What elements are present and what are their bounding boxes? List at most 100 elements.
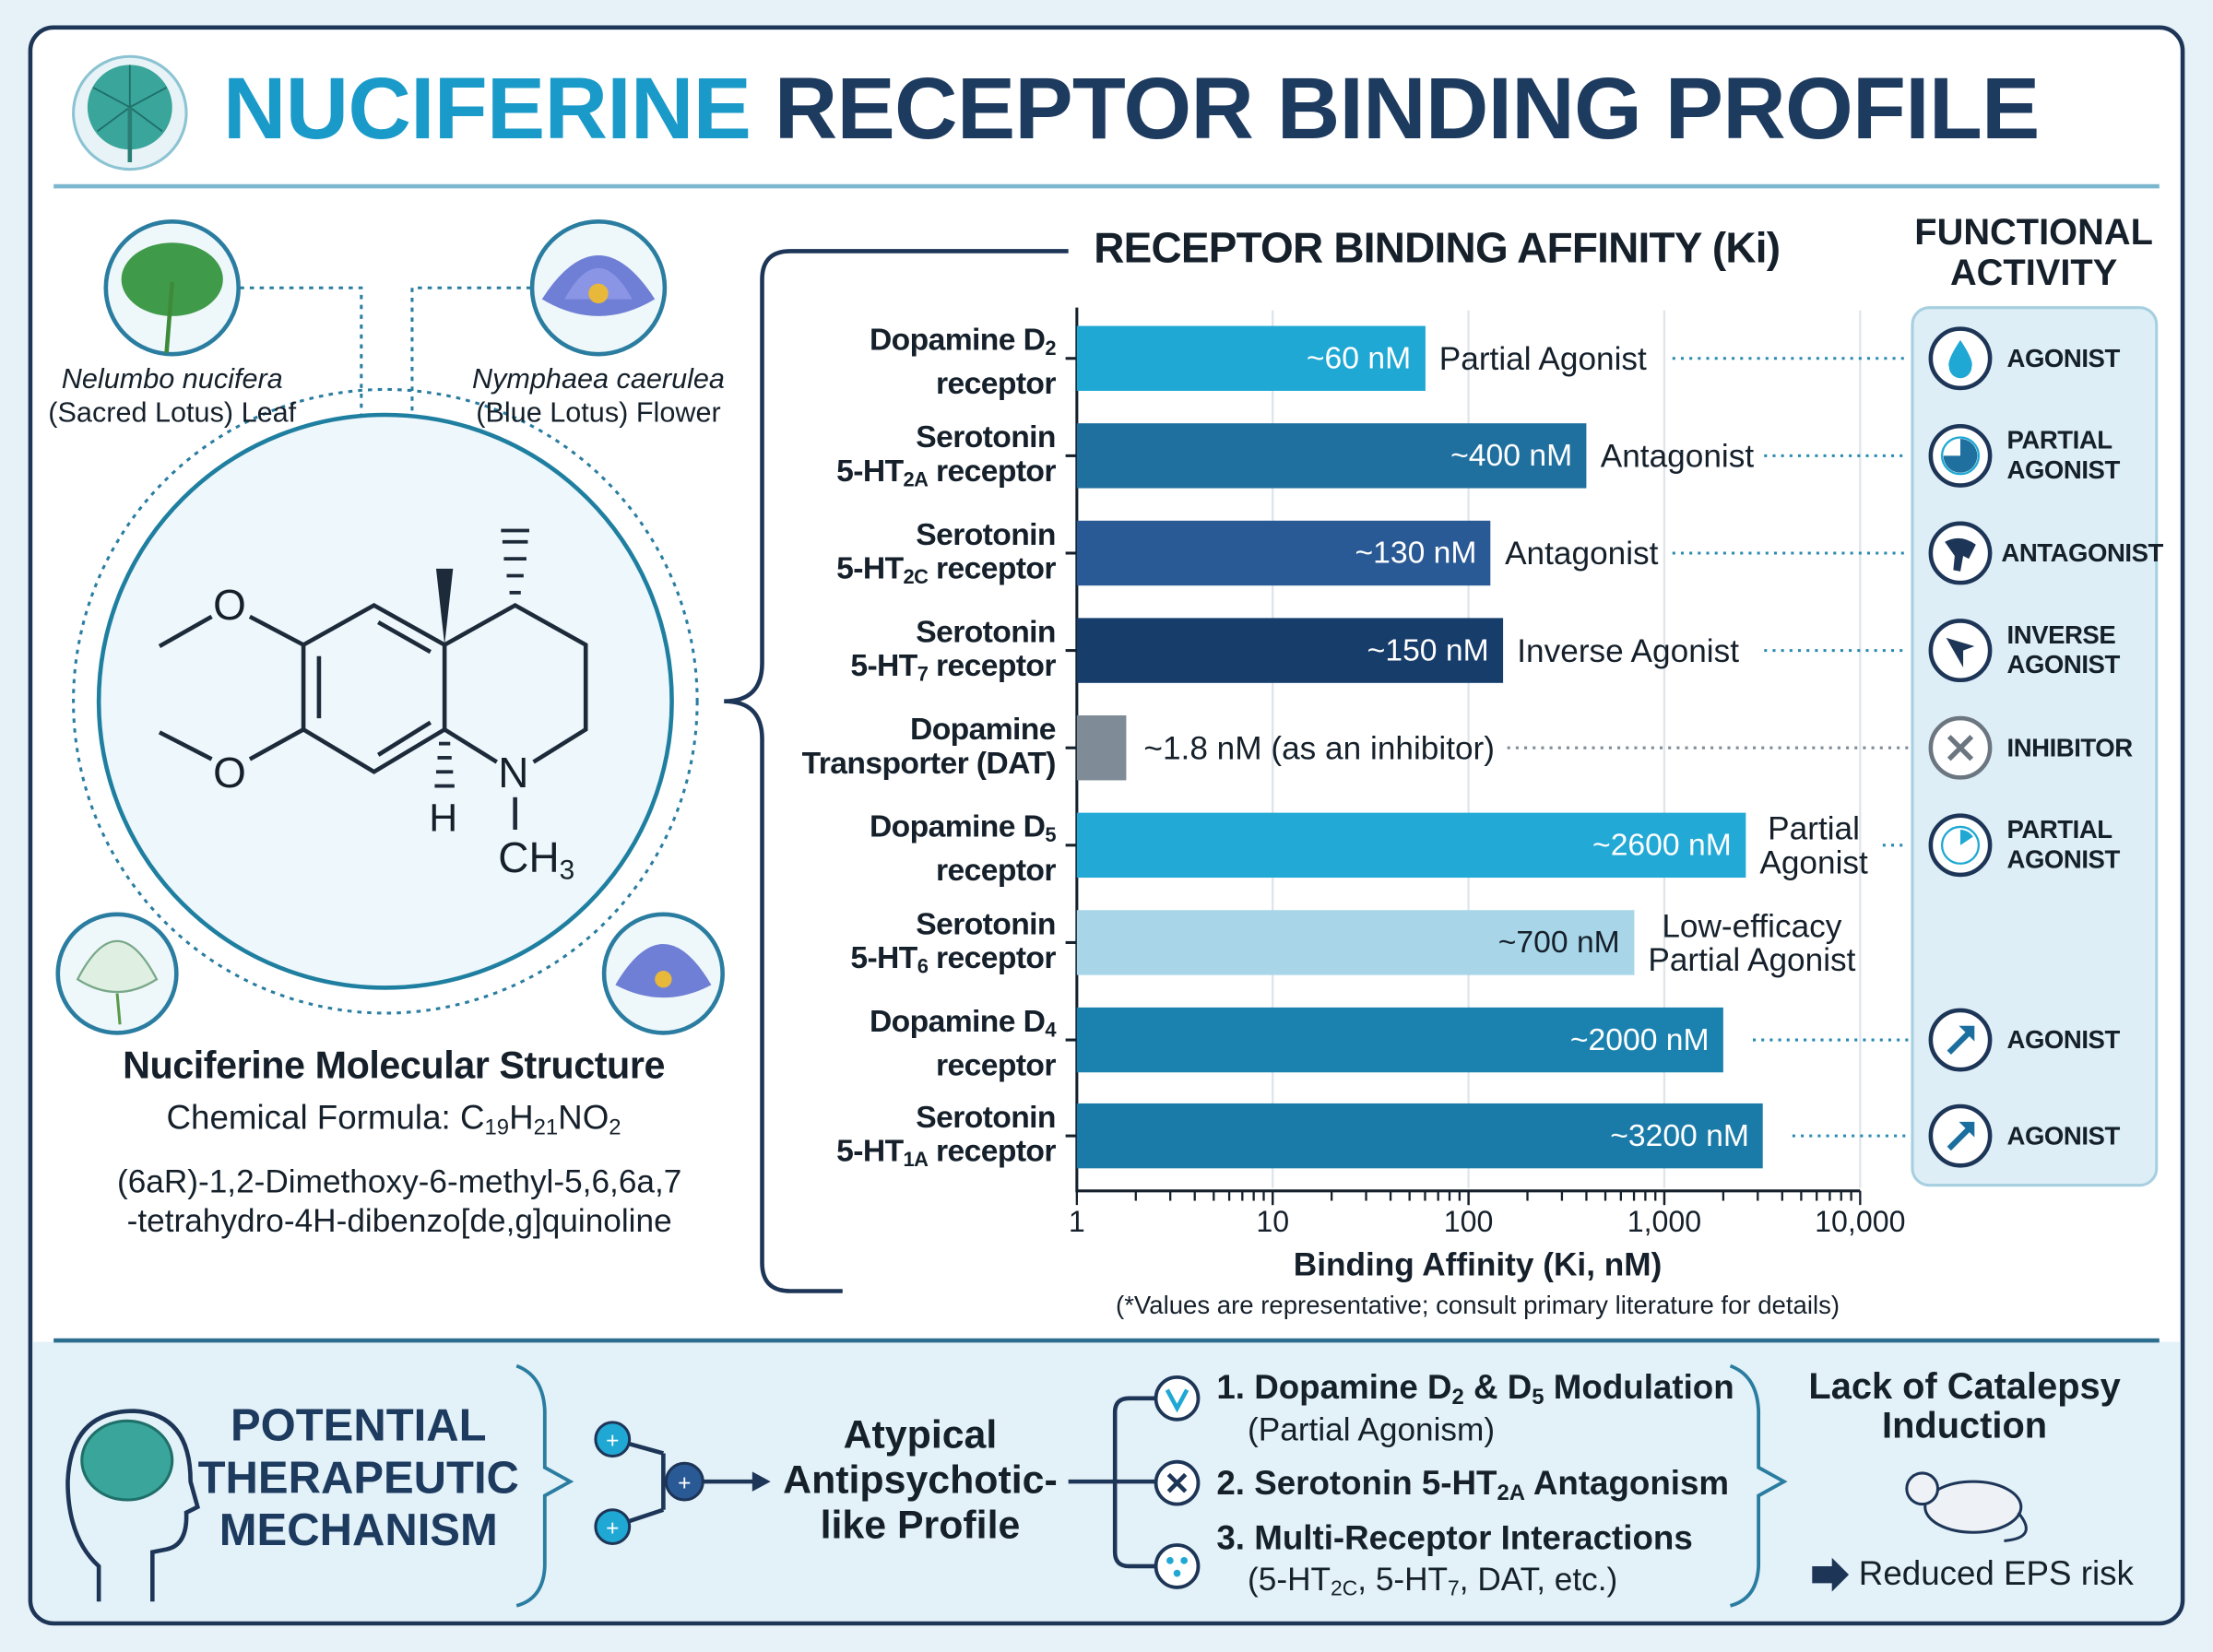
text: Modulation	[1544, 1368, 1734, 1408]
source-1-name: Nelumbo nucifera	[61, 363, 283, 395]
text: Antipsychotic-	[783, 1457, 1058, 1502]
bar-8	[1076, 1103, 1764, 1169]
activity-label-line: Partial	[1768, 809, 1860, 847]
formula-element: NO	[558, 1099, 609, 1138]
x-tick-label: 10,000	[1815, 1206, 1906, 1239]
text: Chemical Formula:	[166, 1099, 460, 1138]
text: 3. Multi-Receptor Interactions	[1216, 1519, 1693, 1558]
label-text: Serotonin	[916, 905, 1056, 941]
label-text: 5-HT	[836, 1133, 904, 1169]
bar-value-5: ~2600 nM	[1592, 826, 1732, 863]
molecule-caption: Nuciferine Molecular Structure	[123, 1044, 665, 1087]
text: 2. Serotonin 5-HT	[1216, 1464, 1497, 1504]
label-text: Serotonin	[916, 1099, 1056, 1135]
bar-0	[1076, 325, 1426, 391]
text: Induction	[1882, 1403, 2048, 1446]
white-lotus-icon	[55, 912, 179, 1035]
label-text: receptor	[936, 364, 1056, 401]
y-label-line1: Serotonin	[836, 1099, 1056, 1135]
mechanism-item-2: 2. Serotonin 5-HT2A Antagonism	[1216, 1465, 1729, 1507]
y-label-line1: Serotonin	[850, 905, 1056, 941]
multi-receptor-icon	[1154, 1543, 1201, 1589]
activity-label-line: Antagonist	[1600, 437, 1755, 475]
network-icon: + + +	[594, 1421, 771, 1546]
functional-label-line: AGONIST	[2006, 455, 2121, 484]
text: 3	[559, 855, 575, 887]
label-text: 5-HT	[850, 939, 917, 975]
activity-label-1: Antagonist	[1601, 439, 1754, 473]
y-label-line2: receptor	[870, 853, 1056, 887]
text: Antagonism	[1525, 1464, 1730, 1504]
mouse-icon	[1905, 1471, 2028, 1542]
bar-value-2: ~130 nM	[1355, 535, 1477, 571]
functional-label-7: AGONIST	[2006, 1025, 2121, 1056]
bar-value-0: ~60 nM	[1306, 339, 1412, 376]
bar-value-6: ~700 nM	[1497, 924, 1620, 960]
text: 7	[1448, 1576, 1460, 1601]
activity-label-line: Antagonist	[1505, 535, 1659, 572]
label-text: receptor	[936, 851, 1056, 888]
svg-text:+: +	[678, 1470, 691, 1495]
text: 2C	[1331, 1576, 1358, 1601]
activity-label-line: Low-efficacy	[1662, 907, 1842, 944]
y-label-line1: Dopamine D4	[869, 1003, 1056, 1048]
source-2-name: Nymphaea caerulea	[471, 363, 725, 395]
bar-5	[1076, 812, 1746, 879]
text: Lack of Catalepsy	[1808, 1364, 2121, 1408]
chemical-formula: Chemical Formula: C19H21NO2	[166, 1099, 621, 1141]
label-sub: 7	[917, 664, 929, 687]
iupac-name-line1: (6aR)-1,2-Dimethoxy-6-methyl-5,6,6a,7	[116, 1162, 682, 1200]
functional-label-2: ANTAGONIST	[2001, 539, 2163, 569]
formula-subscript: 21	[533, 1115, 559, 1140]
y-label-line2: receptor	[870, 1047, 1056, 1082]
y-label-line1: Serotonin	[836, 516, 1056, 552]
text: 2	[1451, 1385, 1464, 1410]
bar-1	[1076, 423, 1587, 489]
bar-value-1: ~400 nM	[1450, 437, 1573, 473]
bar-4	[1076, 715, 1128, 781]
blue-lotus-flower-icon	[529, 219, 668, 357]
label-text: Serotonin	[916, 516, 1056, 552]
text: 2A	[1497, 1481, 1526, 1505]
arrow-right-icon	[1812, 1557, 1850, 1592]
bar-7	[1076, 1007, 1723, 1073]
mechanism-item-3-sub: (5-HT2C, 5-HT7, DAT, etc.)	[1248, 1561, 1617, 1601]
partial-pie-icon	[1928, 423, 1993, 488]
activity-label-line: Partial Agonist	[1648, 940, 1856, 978]
bar-value-4: ~1.8 nM (as an inhibitor)	[1143, 729, 1496, 767]
page-title: NUCIFERINE RECEPTOR BINDING PROFILE	[223, 59, 2041, 159]
bar-2	[1076, 520, 1491, 586]
modulation-icon	[1154, 1375, 1201, 1422]
activity-label-line: Inverse Agonist	[1517, 631, 1739, 669]
y-label-line2: 5-HT7 receptor	[850, 648, 1056, 692]
x-tick-label: 1	[1068, 1206, 1085, 1239]
label-text: Dopamine D	[869, 1003, 1046, 1039]
text: THERAPEUTIC	[197, 1451, 519, 1504]
label-text: Serotonin	[916, 613, 1056, 650]
label-sub: 2C	[903, 566, 929, 590]
functional-label-line: AGONIST	[2006, 1025, 2121, 1055]
text: CH	[498, 835, 560, 882]
text: 1. Dopamine D	[1216, 1368, 1452, 1408]
y-label-line2: 5-HT6 receptor	[850, 939, 1056, 985]
label-text: Dopamine D	[869, 808, 1046, 844]
functional-label-line: ANTAGONIST	[2001, 538, 2163, 568]
functional-label-line: PARTIAL	[2006, 815, 2113, 844]
functional-label-line: AGONIST	[2006, 1121, 2121, 1150]
y-label-line2: Transporter (DAT)	[802, 746, 1057, 781]
hand-block-icon	[1928, 521, 1993, 585]
branch-lines	[1068, 1396, 1158, 1569]
activity-label-line: Agonist	[1759, 844, 1868, 881]
svg-text:+: +	[606, 1428, 619, 1453]
